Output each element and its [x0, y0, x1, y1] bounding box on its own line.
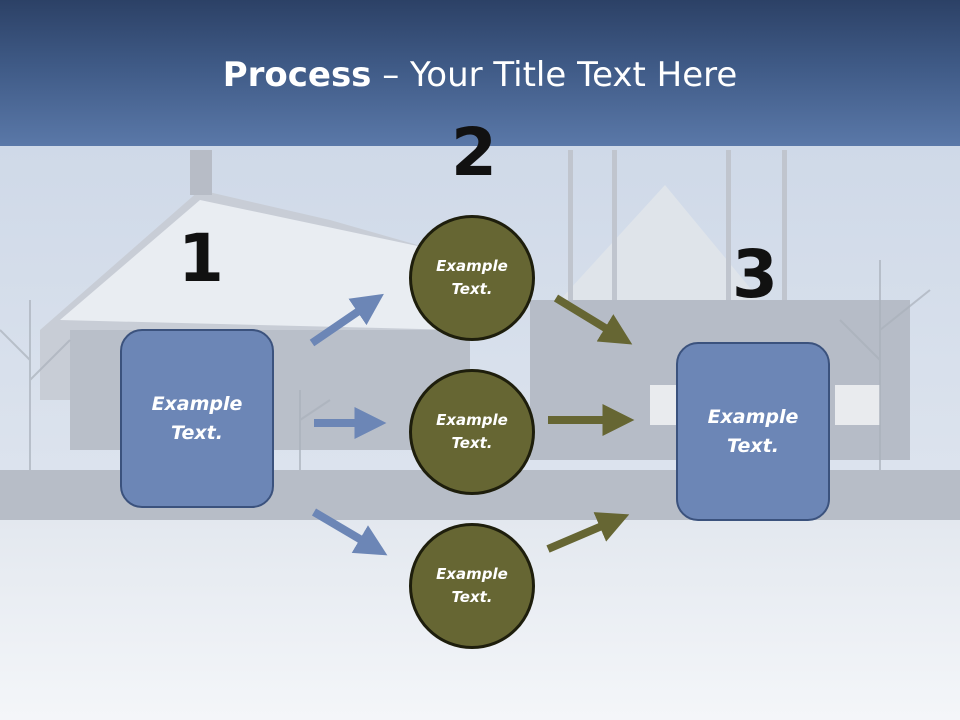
- slide-title: Process – Your Title Text Here: [0, 52, 960, 98]
- header-band: [0, 0, 960, 146]
- title-bold: Process: [222, 55, 372, 95]
- arrow-source-to-circle-1: [309, 293, 384, 347]
- middle-circle-1-label: Example Text.: [436, 257, 508, 298]
- middle-circle-2: Example Text.: [409, 369, 535, 495]
- middle-circle-2-label: Example Text.: [436, 411, 508, 452]
- target-box-label: Example Text.: [707, 405, 799, 457]
- step-number-1: 1: [178, 220, 224, 297]
- source-box: Example Text.: [120, 329, 274, 508]
- middle-circle-1: Example Text.: [409, 215, 535, 341]
- step-number-2: 2: [451, 114, 497, 191]
- arrow-circle-3-to-target: [546, 512, 630, 553]
- step-number-3: 3: [732, 236, 778, 313]
- source-box-label: Example Text.: [151, 392, 243, 444]
- target-box: Example Text.: [676, 342, 830, 521]
- middle-circle-3-label: Example Text.: [436, 565, 508, 606]
- arrow-circle-1-to-target: [553, 294, 633, 345]
- title-rest: – Your Title Text Here: [371, 55, 738, 95]
- middle-circle-3: Example Text.: [409, 523, 535, 649]
- arrow-source-to-circle-3: [311, 508, 388, 556]
